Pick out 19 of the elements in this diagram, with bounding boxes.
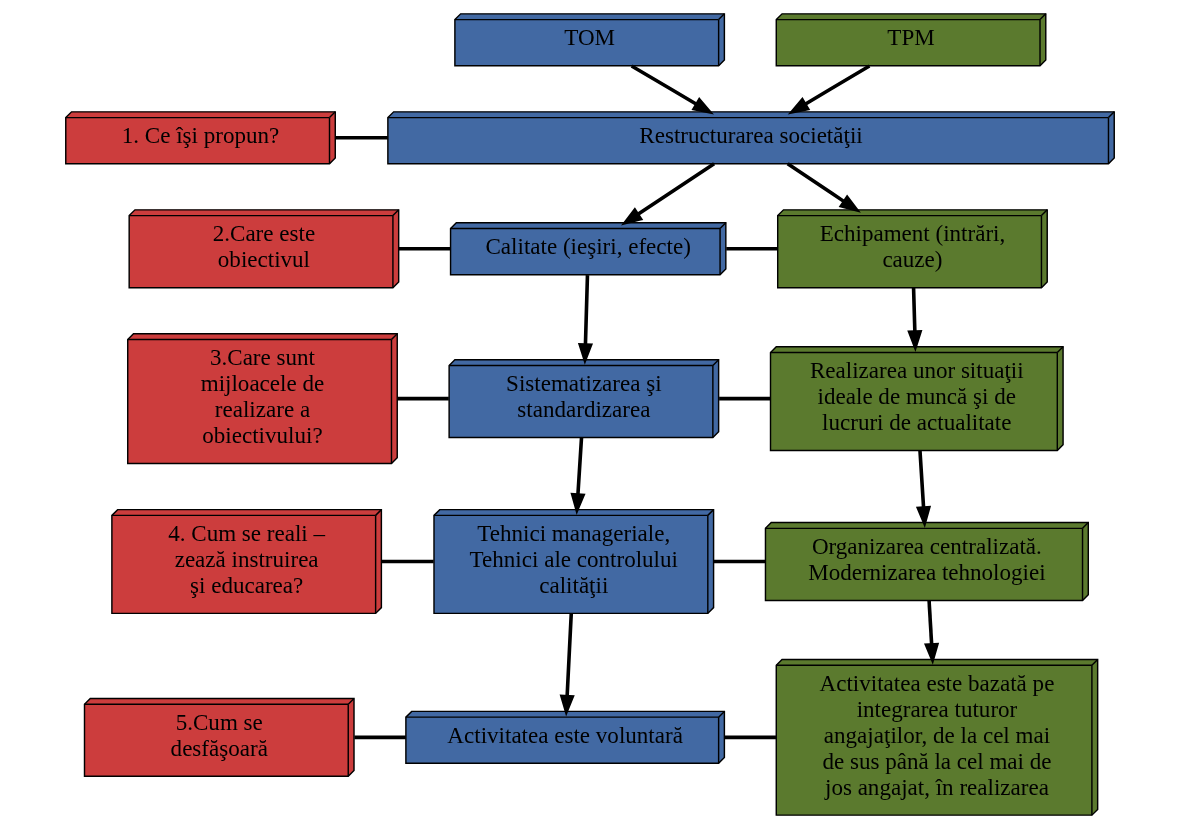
arrow: [786, 162, 861, 213]
arrow: [620, 162, 715, 226]
connector: [724, 735, 776, 740]
connector: [718, 396, 770, 401]
arrow: [923, 600, 939, 665]
connector: [713, 559, 765, 564]
arrow: [906, 287, 922, 352]
arrow: [577, 275, 593, 365]
connector: [353, 735, 406, 740]
arrow: [915, 450, 931, 528]
connector: [396, 396, 449, 401]
arrow: [559, 613, 575, 717]
connector: [725, 246, 778, 251]
connector: [398, 246, 450, 251]
connector: [334, 136, 388, 140]
arrow: [787, 64, 870, 115]
connector: [380, 559, 434, 564]
arrow: [630, 64, 714, 115]
arrow: [569, 437, 586, 515]
